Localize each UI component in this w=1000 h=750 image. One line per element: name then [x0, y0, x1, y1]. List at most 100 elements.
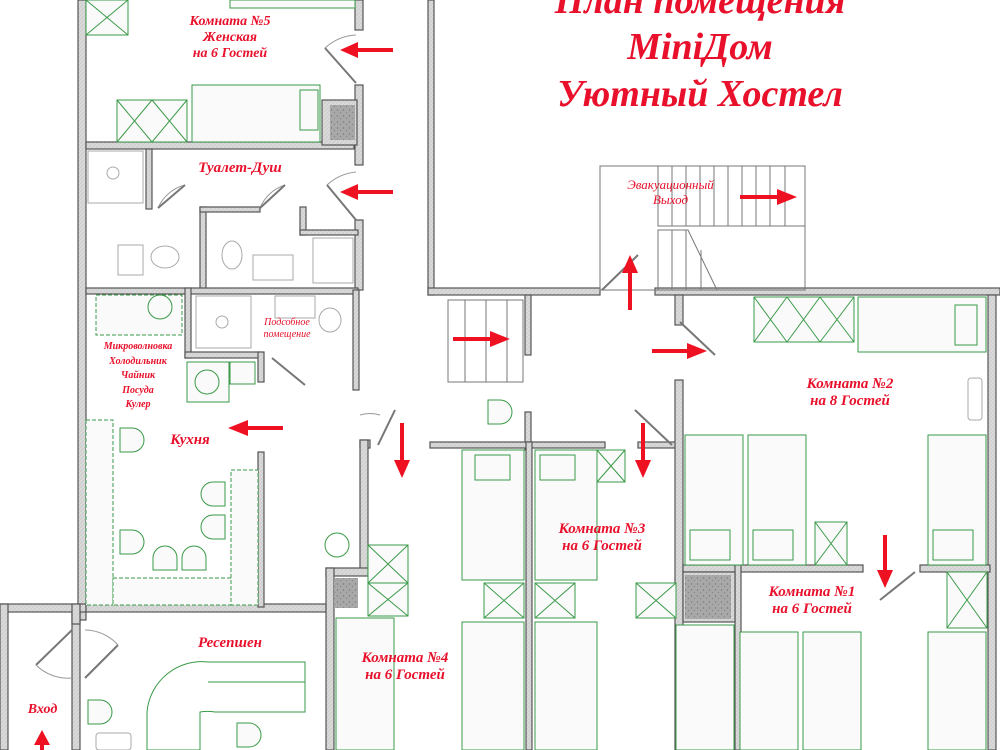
room4-label: Комната №4 на 6 Гостей: [335, 650, 475, 685]
wall: [987, 294, 997, 750]
sink: [117, 244, 144, 276]
toilet: [150, 245, 180, 269]
wall: [257, 451, 265, 608]
title-line: План помещения: [554, 0, 846, 22]
wall: [429, 441, 606, 449]
kitchen-label: Кухня: [155, 432, 225, 449]
arrow-left-icon: [340, 184, 393, 200]
counter: [112, 577, 232, 606]
amenity: Чайник: [120, 370, 156, 381]
beds-room4: [324, 532, 409, 750]
room-name: Комната №5: [189, 14, 271, 29]
room-name: Подсобное: [264, 317, 310, 328]
wall: [427, 0, 435, 296]
room-name: Комната №1: [768, 584, 856, 600]
title-line: MiniДом: [627, 26, 773, 69]
wall: [145, 148, 153, 210]
wall: [257, 351, 265, 383]
room-name: Кухня: [170, 432, 210, 448]
bathroom-fixtures: [87, 150, 354, 349]
room-capacity: на 6 Гостей: [772, 601, 852, 618]
wall: [919, 564, 991, 573]
sink: [274, 295, 316, 319]
wall: [0, 603, 9, 750]
wall: [71, 603, 81, 625]
room-name: Вход: [27, 702, 58, 717]
sink: [147, 294, 173, 320]
counter: [230, 469, 259, 606]
room5-label: Комната №5 Женская на 6 Гостей: [160, 14, 300, 62]
furniture: [85, 0, 988, 750]
utility-room-label: Подсобное помещение: [252, 317, 322, 340]
room3-label: Комната №3 на 6 Гостей: [532, 521, 672, 556]
room-capacity: на 6 Гостей: [365, 667, 445, 684]
room-name: Комната №4: [361, 650, 449, 666]
wall: [682, 564, 864, 573]
arrow-left-icon: [228, 420, 283, 436]
arrow-down-icon: [877, 535, 893, 588]
bed: [229, 0, 356, 9]
arrow-up-icon: [34, 730, 50, 750]
wall: [524, 294, 532, 356]
shower: [87, 150, 144, 204]
wall: [674, 294, 684, 326]
reception-desk: [146, 661, 306, 750]
plan-title: План помещения MiniДом Уютный Хостел: [470, 0, 930, 117]
arrow-down-icon: [394, 423, 410, 478]
room-capacity: на 6 Гостей: [562, 538, 642, 555]
wardrobe: [116, 99, 188, 143]
wall: [525, 441, 533, 750]
counter: [85, 419, 114, 606]
room-name: Комната №3: [558, 521, 646, 537]
wall: [299, 229, 359, 236]
emergency-exit-label: Эвакуационный Выход: [598, 177, 743, 208]
room-capacity: на 8 Гостей: [810, 393, 890, 410]
amenity: Кулер: [125, 399, 151, 410]
evacuation-arrows: [34, 42, 893, 750]
wall: [77, 0, 87, 621]
shafts: [330, 105, 731, 619]
room1-label: Комната №1 на 6 Гостей: [742, 584, 882, 619]
wall: [352, 289, 360, 391]
wall: [359, 439, 369, 571]
room-type: Женская: [202, 30, 257, 46]
wall: [654, 287, 1000, 296]
room-capacity: на 6 Гостей: [192, 46, 268, 62]
entrance-label: Вход: [15, 702, 70, 718]
amenity: Посуда: [122, 384, 154, 396]
wall: [354, 0, 364, 31]
arrow-right-icon: [652, 343, 707, 359]
shower: [312, 237, 354, 284]
arrow-right-icon: [740, 189, 797, 205]
doors: [35, 34, 916, 679]
title-line: Уютный Хостел: [557, 72, 843, 115]
beds-room1: [675, 571, 988, 750]
reception-label: Ресепшен: [180, 635, 280, 652]
ventilation-shaft: [685, 575, 731, 619]
beds-room2: [684, 434, 987, 566]
wall: [199, 206, 261, 213]
wall: [85, 141, 355, 150]
wall: [199, 206, 207, 290]
room2-label: Комната №2 на 8 Гостей: [780, 376, 920, 411]
arrow-down-icon: [635, 423, 651, 478]
toilet: [318, 307, 342, 333]
kitchen-amenities-label: Микроволновка Холодильник Чайник Посуда …: [88, 340, 188, 413]
room-name: Ресепшен: [197, 635, 263, 651]
wall: [184, 351, 261, 359]
amenity: Холодильник: [109, 355, 167, 367]
toilet-shower-label: Туалет-Душ: [180, 160, 300, 177]
shower: [195, 295, 252, 349]
beds-room3: [461, 449, 677, 750]
toilet: [221, 240, 243, 270]
room-name: Комната №2: [806, 376, 894, 392]
room-name: помещение: [263, 328, 311, 340]
wall: [427, 287, 601, 296]
wall: [325, 567, 335, 750]
cooler: [229, 361, 256, 385]
ventilation-shaft: [330, 105, 355, 140]
exit-name: Выход: [652, 191, 689, 207]
sink: [252, 254, 294, 281]
